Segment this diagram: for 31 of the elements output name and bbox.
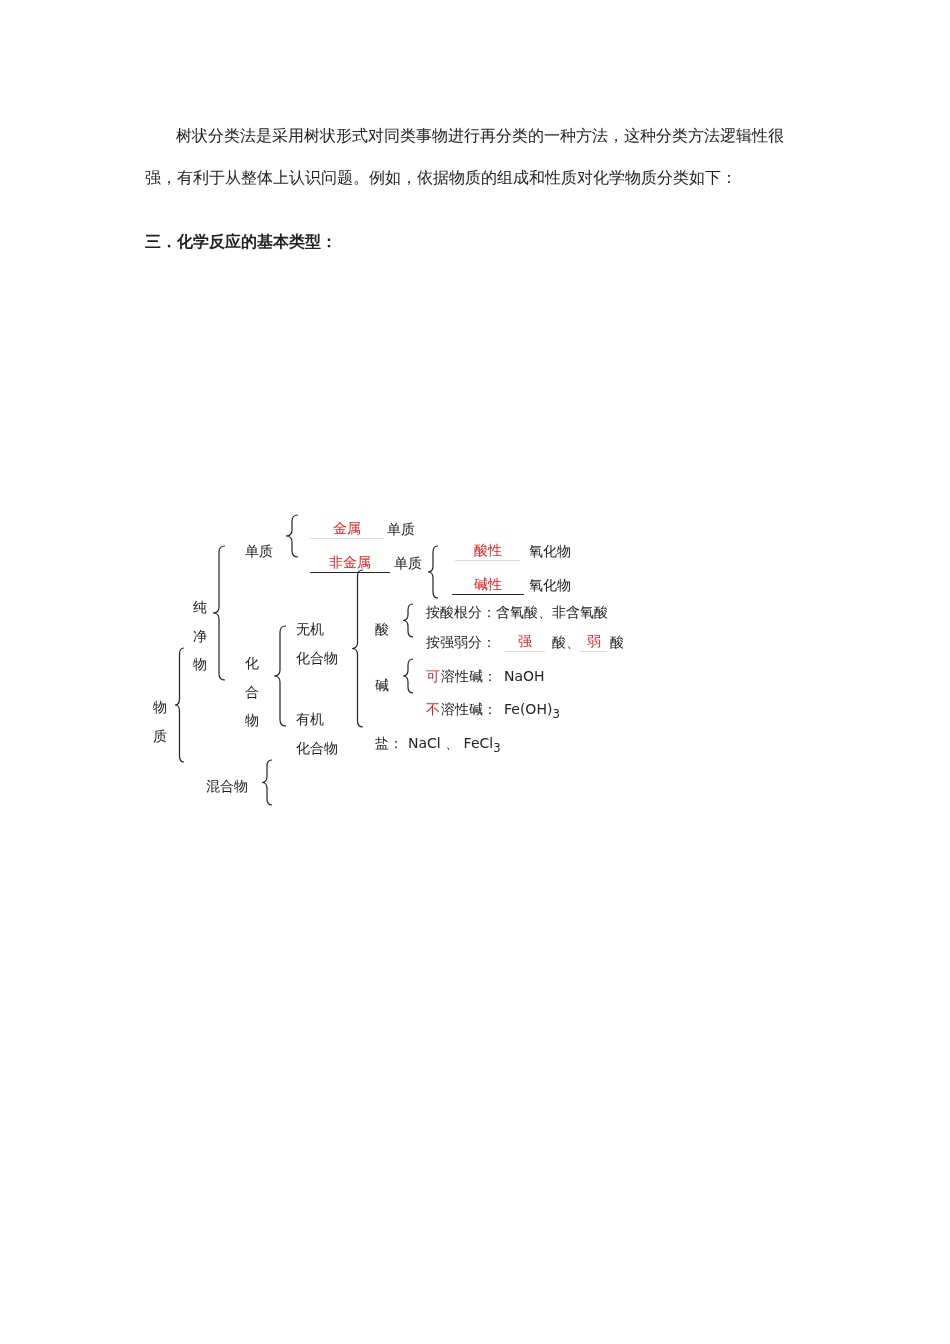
filled-blank: 强 (505, 632, 545, 652)
label: 按强弱分： (426, 633, 496, 652)
label: 单质 (245, 542, 273, 561)
paragraph: 树状分类法是采用树状形式对同类事物进行再分类的一种方法，这种分类方法逻辑性很强，有利于从整体上认识问题。例如，依据物质的组成和性质对化学物质分类如下： (145, 126, 785, 188)
label: 单质 (387, 520, 415, 539)
filled-blank: 弱 (580, 632, 607, 652)
label: 碱 (375, 676, 389, 695)
label: 酸 (375, 620, 389, 639)
vertical-label: 纯净物 (193, 598, 208, 674)
label: 酸 (610, 633, 624, 652)
label: 混合物 (206, 777, 248, 796)
label: 溶性碱： (441, 700, 497, 719)
section-heading: 三．化学反应的基本类型： (145, 232, 337, 253)
filled-blank: 金属 (310, 519, 384, 539)
filled-blank: 碱性 (452, 575, 524, 595)
vertical-label: 物质 (153, 698, 168, 746)
label: NaCl 、 FeCl$_{3}$ (408, 734, 501, 757)
label: 不 (426, 700, 440, 719)
label: 溶性碱： (441, 667, 497, 686)
vertical-label: 化合物 (245, 654, 260, 730)
label: 单质 (394, 554, 422, 573)
label: Fe(OH)$_{3}$ (504, 700, 560, 723)
label: 盐： (375, 734, 403, 753)
label: 酸、 (552, 633, 580, 652)
filled-blank: 非金属 (310, 553, 390, 573)
label: 可 (426, 667, 440, 686)
label: 按酸根分：含氧酸、非含氧酸 (426, 603, 608, 622)
filled-blank: 酸性 (455, 541, 520, 561)
label: 氧化物 (529, 542, 571, 561)
label: NaOH (504, 667, 545, 686)
label: 氧化物 (529, 576, 571, 595)
